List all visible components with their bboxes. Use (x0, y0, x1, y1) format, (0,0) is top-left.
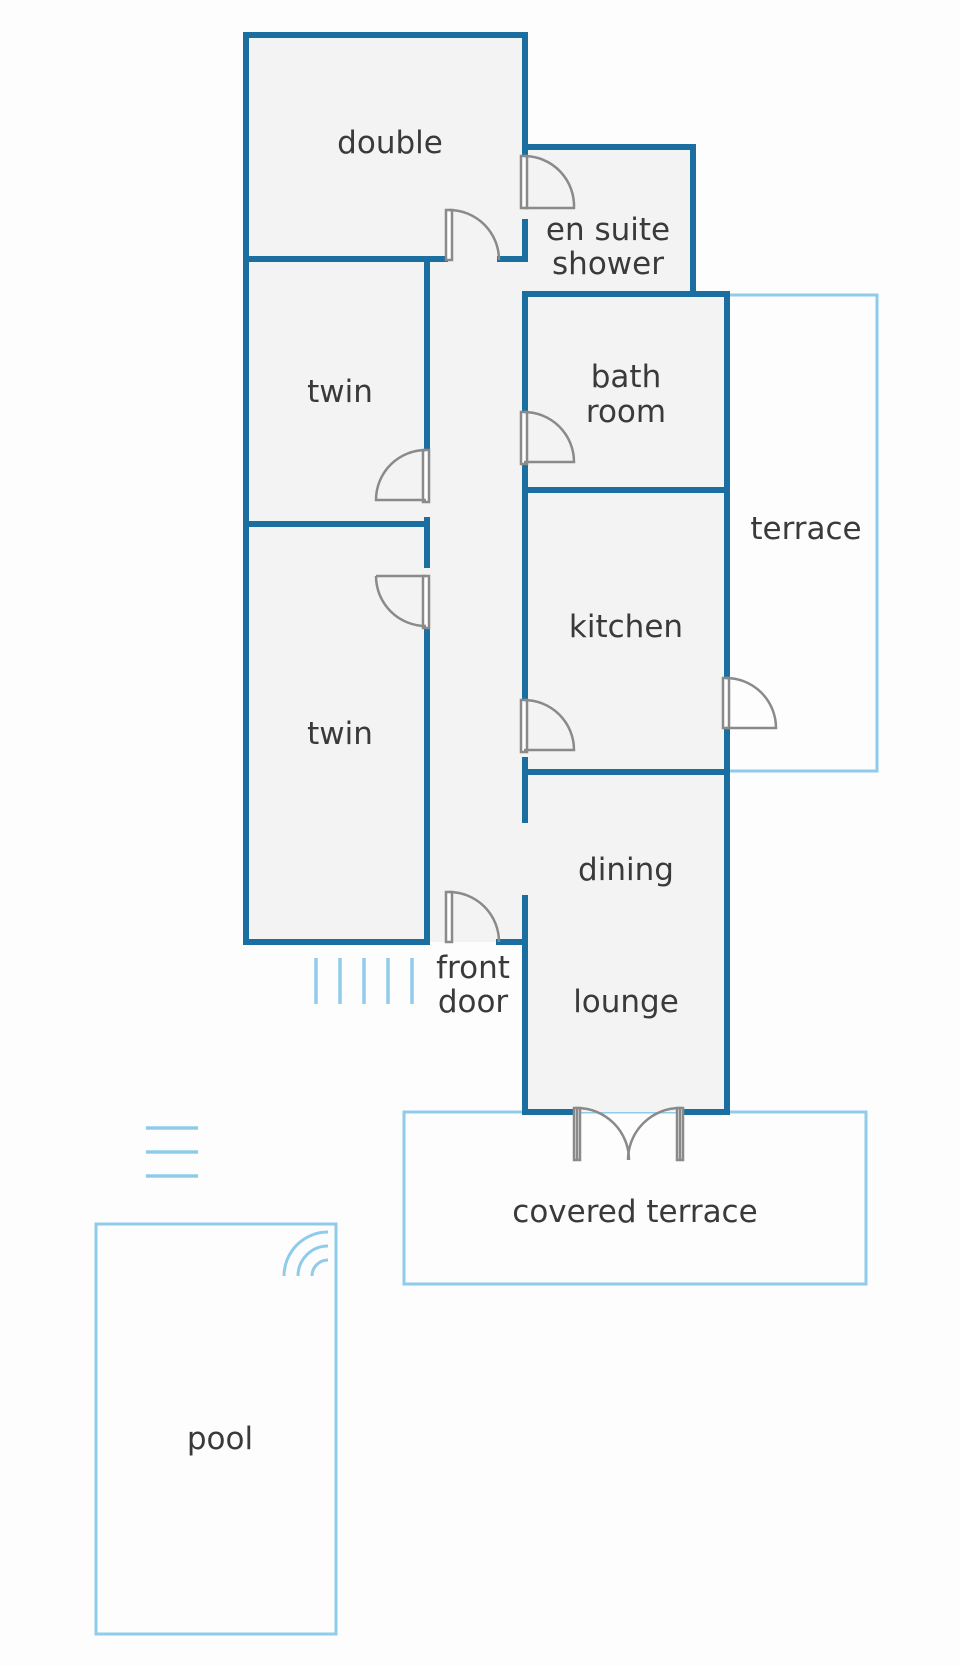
label-kitchen: kitchen (569, 609, 683, 645)
door-lounge-icon (572, 1106, 685, 1162)
door-bath-icon (519, 410, 576, 466)
label-double: double (337, 125, 443, 161)
label-bath-2: room (586, 394, 666, 430)
door-twin-top-icon (374, 448, 431, 504)
label-dining: dining (578, 852, 674, 888)
pool-ladder-icon (146, 1126, 198, 1178)
label-bath-1: bath (591, 359, 661, 395)
door-kitchen-icon (519, 698, 576, 754)
label-terrace: terrace (750, 511, 861, 547)
doors (374, 154, 778, 1162)
label-twin-top: twin (307, 374, 373, 410)
door-twin-bottom-icon (374, 574, 431, 630)
door-terrace-icon (721, 676, 778, 730)
label-front-1: front (436, 950, 510, 986)
label-pool: pool (187, 1421, 253, 1457)
label-lounge: lounge (573, 984, 679, 1020)
label-covered-terrace: covered terrace (512, 1194, 757, 1230)
front-steps-icon (314, 958, 414, 1004)
door-ensuite-icon (519, 154, 576, 210)
door-double-icon (444, 208, 501, 262)
pool-steps-icon (282, 1230, 329, 1277)
label-front-2: door (438, 984, 509, 1020)
label-twin-bottom: twin (307, 716, 373, 752)
label-ensuite-1: en suite (546, 212, 670, 248)
door-front-icon (444, 890, 501, 944)
pool (94, 1222, 338, 1636)
label-ensuite-2: shower (552, 246, 664, 282)
room-fills (245, 34, 727, 1112)
walls (243, 32, 730, 1115)
